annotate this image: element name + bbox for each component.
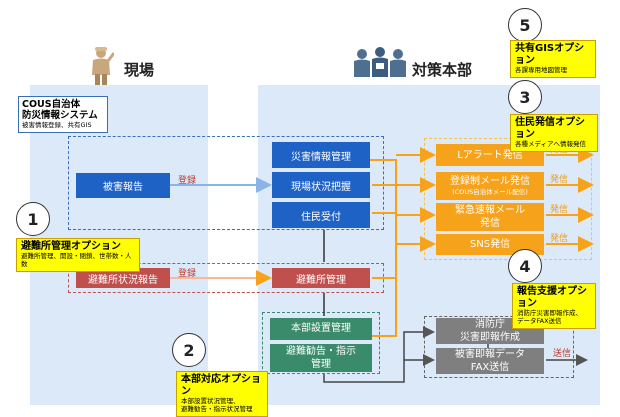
field-title: 現場 <box>124 61 155 79</box>
toroku-label-1: 登録 <box>178 176 197 186</box>
option-jumin-sub: 各種メディアへ情報発信 <box>515 140 587 148</box>
hq-title: 対策本部 <box>412 61 473 79</box>
fire-label-1: 消防庁 <box>475 318 505 330</box>
number-badge-5: 5 <box>508 8 542 42</box>
option-gis-title: 共有GISオプション <box>515 43 585 66</box>
honbu-setchi-box[interactable]: 本部設置管理 <box>270 318 372 340</box>
soushin-label: 送信 <box>553 349 572 359</box>
field-worker-icon <box>92 47 114 85</box>
hasshin-label-2: 発信 <box>550 175 569 185</box>
option-jumin-title: 住民発信オプション <box>515 117 585 140</box>
cous-system-label: COUS自治体 防災情報システム 被害情報登録、共有GIS <box>18 96 108 133</box>
option-honbu-sub-1: 本部設置状況管理、 <box>181 397 240 405</box>
toroku-label-2: 登録 <box>178 269 197 279</box>
sns-label: SNS発信 <box>469 239 511 250</box>
saigai-joho-box[interactable]: 災害情報管理 <box>272 142 370 168</box>
hq-staff-icon <box>354 47 406 77</box>
cous-title-1: COUS自治体 <box>22 99 81 110</box>
l-alert-label: Lアラート発信 <box>457 149 523 161</box>
number-badge-2: 2 <box>172 333 206 367</box>
option-jumin: 住民発信オプション 各種メディアへ情報発信 <box>510 114 598 152</box>
kankoku-line-2: 管理 <box>311 359 331 370</box>
fax-label-2: FAX送信 <box>470 362 510 373</box>
cous-title-2: 防災情報システム <box>22 110 98 122</box>
option-hokoku: 報告支援オプション 消防庁災害即報作成、 データFAX送信 <box>512 283 596 329</box>
hinanjo-kanri-box[interactable]: 避難所管理 <box>272 268 370 288</box>
option-hokoku-title: 報告支援オプション <box>517 286 587 309</box>
option-hinanjo-title: 避難所管理オプション <box>21 241 121 252</box>
option-hokoku-sub-1: 消防庁災害即報作成、 <box>517 309 582 317</box>
cous-dashed-region <box>68 136 384 230</box>
hasshin-label-4: 発信 <box>550 234 569 244</box>
mail-label-2: (COUS自治体メール配信) <box>452 188 528 197</box>
option-hinanjo-sub: 避難所管理、開設・閉鎖、世帯数・人数 <box>21 252 132 268</box>
hasshin-label-3: 発信 <box>550 205 569 215</box>
fire-label-2: 災害即報作成 <box>460 332 520 343</box>
honbu-dashed-region <box>262 312 380 374</box>
number-badge-1: 1 <box>16 202 50 236</box>
cous-sub: 被害情報登録、共有GIS <box>22 120 92 129</box>
fire-report-box[interactable]: 消防庁 災害即報作成 <box>436 318 544 344</box>
mail-label-1: 登録制メール発信 <box>450 176 530 188</box>
kankoku-line-1: 避難勧告・指示 <box>286 345 356 357</box>
kankoku-box[interactable]: 避難勧告・指示 管理 <box>270 344 372 372</box>
option-honbu-sub-2: 避難勧告・指示状況管理 <box>181 404 253 413</box>
hinanjo-report-box[interactable]: 避難所状況報告 <box>76 268 170 288</box>
option-hinanjo: 避難所管理オプション 避難所管理、開設・閉鎖、世帯数・人数 <box>16 238 140 272</box>
option-honbu-title: 本部対応オプション <box>181 374 261 397</box>
number-badge-4: 4 <box>508 249 542 283</box>
fax-label-1: 被害即報データ <box>455 348 525 360</box>
genba-status-box[interactable]: 現場状況把握 <box>272 172 370 198</box>
kinkyu-label-1: 緊急速報メール <box>455 205 525 216</box>
option-gis: 共有GISオプション 各課専用地図管理 <box>510 40 596 78</box>
higai-report-box[interactable]: 被害報告 <box>76 173 170 198</box>
option-gis-sub: 各課専用地図管理 <box>515 66 567 74</box>
kinkyu-label-2: 発信 <box>480 218 500 229</box>
number-badge-3: 3 <box>508 80 542 114</box>
option-hokoku-sub-2: データFAX送信 <box>517 316 562 325</box>
fax-box[interactable]: 被害即報データ FAX送信 <box>436 348 544 374</box>
option-honbu: 本部対応オプション 本部設置状況管理、 避難勧告・指示状況管理 <box>176 371 268 417</box>
hokoku-dashed-region <box>424 316 574 378</box>
kinkyu-box[interactable]: 緊急速報メール 発信 <box>436 203 544 231</box>
jumin-uketsuke-box[interactable]: 住民受付 <box>272 202 370 228</box>
mail-box[interactable]: 登録制メール発信 (COUS自治体メール配信) <box>436 172 544 200</box>
